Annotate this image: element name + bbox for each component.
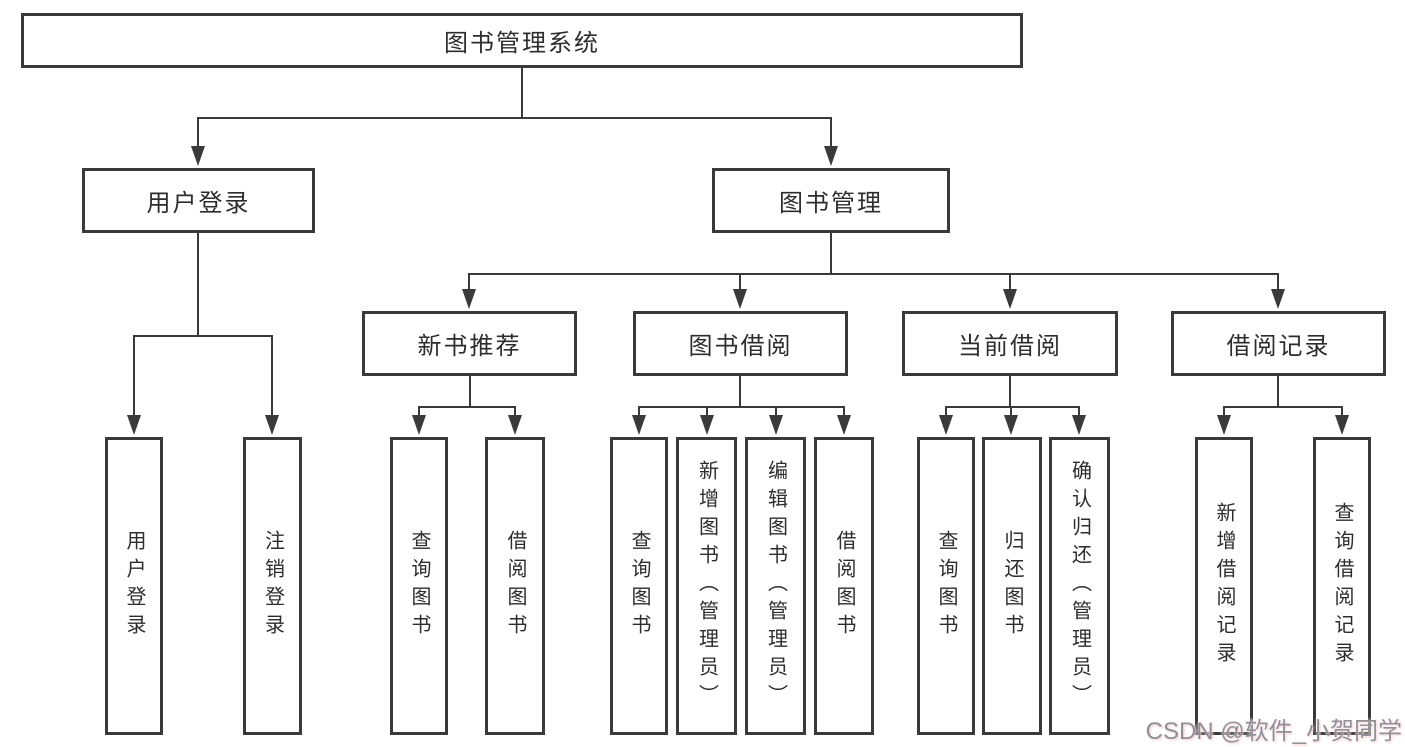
connector-line <box>197 117 832 119</box>
connector-line <box>843 406 845 417</box>
connector-arrow-icon <box>462 289 476 309</box>
node-user-login-label: 用户登录 <box>146 190 251 217</box>
connector-line <box>830 117 832 149</box>
leaf-add-book-admin: 新增图书（管理员） <box>676 437 737 735</box>
connector-line <box>469 273 1279 275</box>
connector-line <box>1341 406 1343 417</box>
connector-line <box>521 68 523 117</box>
connector-line <box>469 376 471 407</box>
leaf-return-book-label: 归还图书 <box>1001 530 1023 642</box>
node-current-borrow-label: 当前借阅 <box>958 333 1062 360</box>
connector-arrow-icon <box>1335 415 1349 435</box>
node-book-management: 图书管理 <box>712 168 950 233</box>
connector-line <box>418 406 516 408</box>
connector-arrow-icon <box>127 415 141 435</box>
connector-line <box>1009 273 1011 292</box>
leaf-user-login: 用户登录 <box>105 437 163 735</box>
leaf-query-borrow-record: 查询借阅记录 <box>1313 437 1371 735</box>
connector-arrow-icon <box>412 415 426 435</box>
connector-line <box>1223 406 1225 417</box>
leaf-query-book-current-label: 查询图书 <box>935 530 957 642</box>
node-new-book-recommend: 新书推荐 <box>362 311 577 376</box>
connector-line <box>197 117 199 149</box>
connector-line <box>638 406 845 408</box>
leaf-borrow-book: 借阅图书 <box>814 437 874 735</box>
connector-arrow-icon <box>837 415 851 435</box>
connector-arrow-icon <box>508 415 522 435</box>
leaf-confirm-return-admin: 确认归还（管理员） <box>1049 437 1110 735</box>
connector-arrow-icon <box>265 415 279 435</box>
connector-line <box>514 406 516 417</box>
node-book-borrow: 图书借阅 <box>633 311 848 376</box>
leaf-return-book: 归还图书 <box>982 437 1042 735</box>
connector-arrow-icon <box>733 289 747 309</box>
connector-line <box>1078 406 1080 417</box>
connector-arrow-icon <box>1003 289 1017 309</box>
connector-line <box>1223 406 1343 408</box>
connector-line <box>133 335 135 417</box>
leaf-query-book-current: 查询图书 <box>917 437 975 735</box>
connector-arrow-icon <box>1072 415 1086 435</box>
connector-arrow-icon <box>1271 289 1285 309</box>
leaf-query-book-borrow: 查询图书 <box>610 437 668 735</box>
leaf-query-borrow-record-label: 查询借阅记录 <box>1331 502 1353 670</box>
leaf-confirm-return-admin-label: 确认归还（管理员） <box>1068 460 1091 712</box>
connector-line <box>197 233 199 335</box>
node-borrow-records: 借阅记录 <box>1171 311 1386 376</box>
connector-line <box>706 406 708 417</box>
node-book-management-label: 图书管理 <box>779 190 883 217</box>
connector-arrow-icon <box>939 415 953 435</box>
leaf-logout: 注销登录 <box>243 437 302 735</box>
connector-arrow-icon <box>632 415 646 435</box>
connector-line <box>1277 273 1279 292</box>
connector-line <box>271 335 273 417</box>
connector-line <box>945 406 1080 408</box>
connector-line <box>1277 376 1279 407</box>
connector-arrow-icon <box>1217 415 1231 435</box>
connector-line <box>418 406 420 417</box>
node-new-book-recommend-label: 新书推荐 <box>417 333 522 360</box>
leaf-add-borrow-record: 新增借阅记录 <box>1195 437 1253 735</box>
node-borrow-records-label: 借阅记录 <box>1226 333 1331 360</box>
connector-arrow-icon <box>700 415 714 435</box>
connector-line <box>133 335 273 337</box>
node-current-borrow: 当前借阅 <box>902 311 1118 376</box>
leaf-query-book-recommend: 查询图书 <box>390 437 448 735</box>
leaf-borrow-book-recommend-label: 借阅图书 <box>504 530 526 642</box>
connector-arrow-icon <box>1004 415 1018 435</box>
connector-line <box>830 233 832 273</box>
leaf-edit-book-admin-label: 编辑图书（管理员） <box>764 460 787 712</box>
connector-line <box>1009 376 1011 407</box>
node-root-label: 图书管理系统 <box>444 30 600 57</box>
connector-line <box>1010 406 1012 417</box>
connector-arrow-icon <box>769 415 783 435</box>
leaf-add-book-admin-label: 新增图书（管理员） <box>695 460 718 712</box>
connector-arrow-icon <box>824 146 838 166</box>
connector-line <box>739 273 741 292</box>
leaf-add-borrow-record-label: 新增借阅记录 <box>1213 502 1235 670</box>
connector-line <box>739 376 741 407</box>
leaf-user-login-label: 用户登录 <box>123 530 145 642</box>
node-user-login: 用户登录 <box>82 168 315 233</box>
node-root: 图书管理系统 <box>21 13 1023 68</box>
node-book-borrow-label: 图书借阅 <box>688 333 793 360</box>
leaf-query-book-borrow-label: 查询图书 <box>628 530 650 642</box>
leaf-edit-book-admin: 编辑图书（管理员） <box>745 437 806 735</box>
leaf-logout-label: 注销登录 <box>261 530 284 642</box>
connector-arrow-icon <box>191 146 205 166</box>
connector-line <box>945 406 947 417</box>
connector-line <box>638 406 640 417</box>
leaf-borrow-book-label: 借阅图书 <box>833 530 855 642</box>
connector-line <box>775 406 777 417</box>
connector-line <box>468 273 470 292</box>
leaf-query-book-recommend-label: 查询图书 <box>408 530 430 642</box>
leaf-borrow-book-recommend: 借阅图书 <box>485 437 545 735</box>
csdn-watermark: CSDN @软件_小贺同学 <box>1145 718 1402 745</box>
